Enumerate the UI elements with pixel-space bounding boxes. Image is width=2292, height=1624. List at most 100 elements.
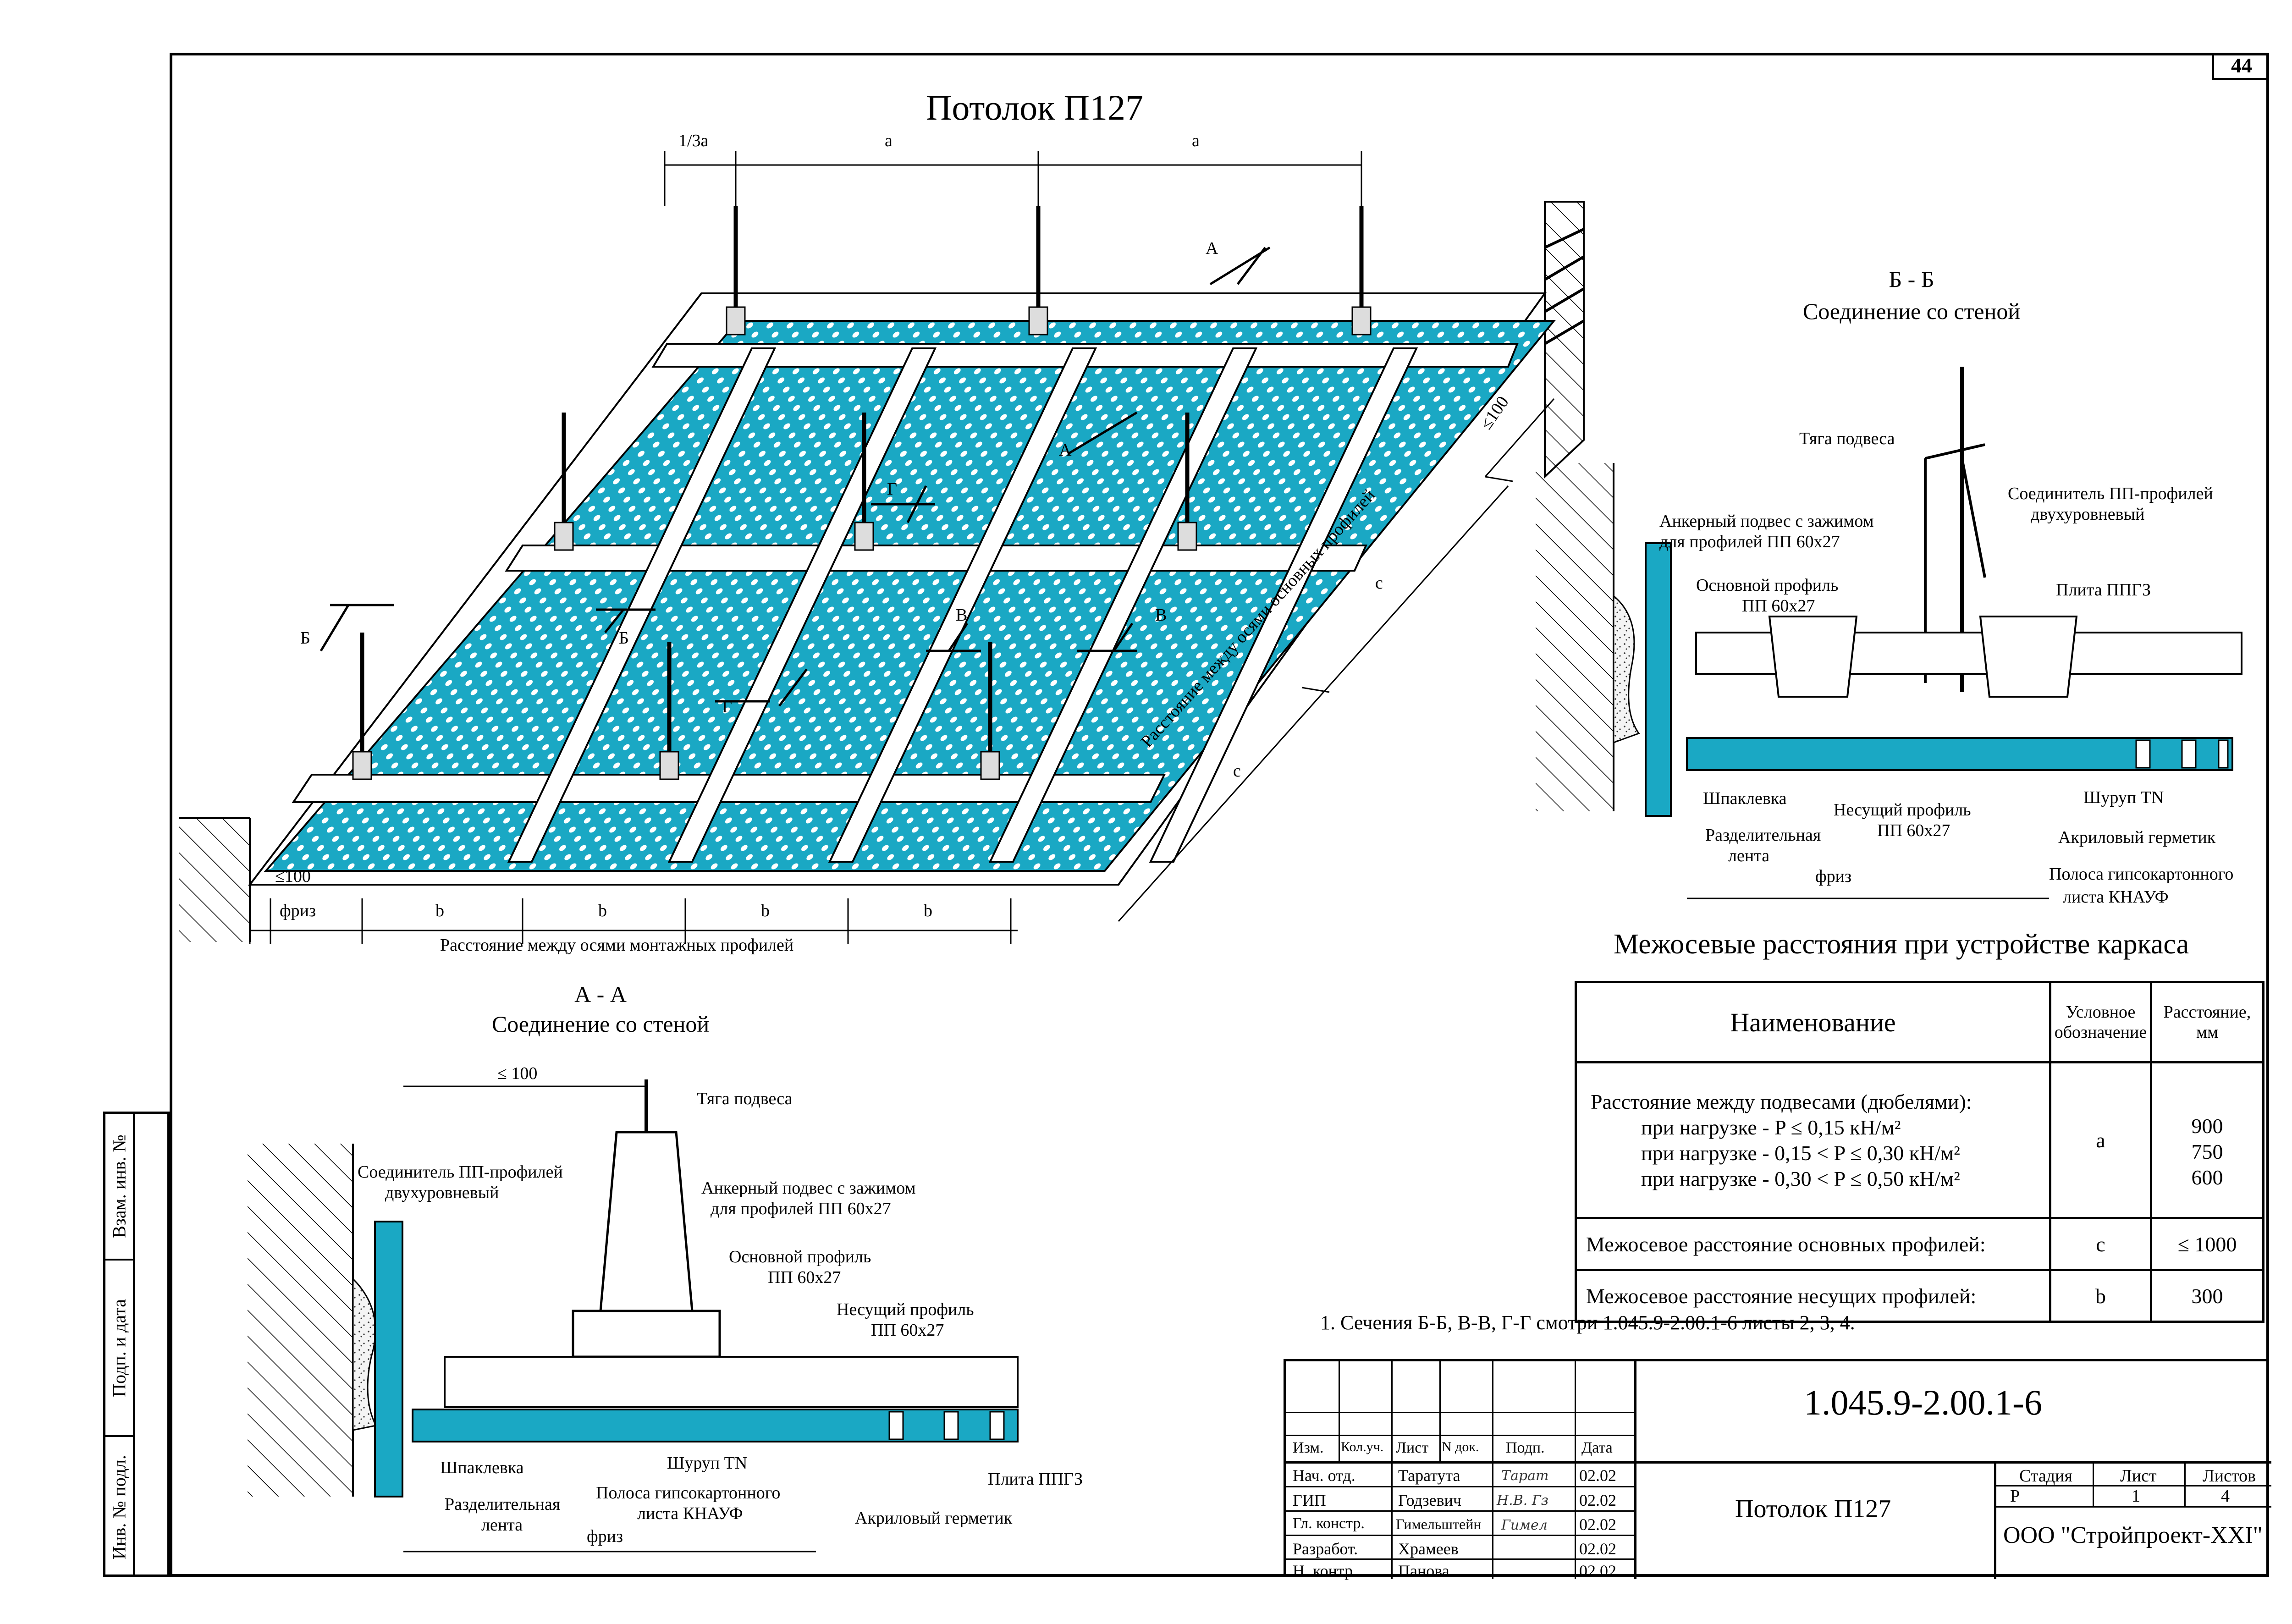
bb-plate-label: Плита ППГЗ bbox=[2056, 580, 2151, 600]
dim-frieze: фриз bbox=[280, 901, 316, 920]
section-mark-v-2: В bbox=[1155, 606, 1167, 625]
tb-date-4: 02.02 bbox=[1579, 1562, 1616, 1580]
side-cell-replaced: Взам. инв. № bbox=[105, 1114, 133, 1261]
dim-b-2: b bbox=[598, 901, 607, 920]
section-aa-subtitle: Соединение со стеной bbox=[491, 1011, 710, 1037]
spacing-table-title: Межосевые расстояния при устройстве карк… bbox=[1614, 929, 2189, 960]
aa-sealant-label: Акриловый герметик bbox=[855, 1508, 1013, 1528]
wall-left-hatch bbox=[179, 818, 250, 942]
dim-b-1: b bbox=[435, 901, 444, 920]
tb-date-2: 02.02 bbox=[1579, 1515, 1616, 1534]
tb-header-count: Кол.уч. bbox=[1341, 1439, 1384, 1454]
bb-rod-label: Тяга подвеса bbox=[1799, 429, 1895, 448]
dim-wall-gap: ≤100 bbox=[275, 867, 311, 886]
tb-stage: Р bbox=[2010, 1486, 2020, 1506]
table-row: Межосевое расстояние основных профилей: … bbox=[1575, 1217, 2264, 1271]
section-mark-g-2: Г bbox=[722, 697, 732, 716]
tb-header-change: Изм. bbox=[1293, 1439, 1324, 1456]
tb-name-0: Таратута bbox=[1398, 1466, 1460, 1485]
section-mark-b-2: Б bbox=[619, 628, 629, 648]
aa-screw-label: Шуруп TN bbox=[667, 1453, 748, 1473]
tb-name-2: Гимельштейн bbox=[1396, 1516, 1482, 1532]
tb-role-1: ГИП bbox=[1293, 1491, 1326, 1509]
tb-name-4: Панова bbox=[1398, 1562, 1449, 1580]
section-aa-title: А - А bbox=[574, 981, 627, 1007]
tb-role-2: Гл. констр. bbox=[1293, 1515, 1365, 1532]
bb-main-profile-label-2: ПП 60х27 bbox=[1742, 596, 1815, 616]
section-bb-subtitle: Соединение со стеной bbox=[1802, 298, 2021, 324]
tb-stage-header: Стадия bbox=[2019, 1466, 2072, 1486]
tb-header-doc: N док. bbox=[1442, 1439, 1479, 1454]
main-ceiling-view bbox=[179, 151, 1585, 944]
aa-strip-label-1: Полоса гипсокартонного bbox=[596, 1483, 781, 1503]
bb-carrier-label-2: ПП 60х27 bbox=[1877, 821, 1950, 840]
section-bb-title: Б - Б bbox=[1889, 266, 1934, 292]
tb-header-sign: Подп. bbox=[1506, 1439, 1545, 1456]
section-bb-drawing bbox=[1536, 367, 2242, 899]
bb-strip-label-2: листа КНАУФ bbox=[2063, 887, 2169, 907]
bb-frieze-label: фриз bbox=[1815, 867, 1851, 886]
signature-0: Тарат bbox=[1501, 1468, 1549, 1484]
carrier-profiles bbox=[507, 347, 1418, 863]
section-mark-g-1: Г bbox=[887, 479, 897, 499]
aa-anchor-label-1: Анкерный подвес с зажимом bbox=[701, 1178, 916, 1198]
signature-2: Гимел bbox=[1501, 1517, 1548, 1533]
drawing-frame bbox=[170, 53, 2269, 1577]
title-block: Изм. Кол.уч. Лист N док. Подп. Дата Нач.… bbox=[1284, 1359, 2271, 1580]
main-bottom-caption: Расстояние между осями монтажных профиле… bbox=[440, 936, 794, 955]
bb-tape-label-1: Разделительная bbox=[1705, 826, 1821, 845]
section-mark-v-1: В bbox=[956, 606, 968, 625]
aa-frieze-label: фриз bbox=[587, 1527, 623, 1546]
bb-strip-label-1: Полоса гипсокартонного bbox=[2049, 864, 2234, 884]
section-mark-a-1: А bbox=[1206, 239, 1218, 258]
tb-name-1: Годзевич bbox=[1398, 1491, 1461, 1509]
bb-anchor-label-2: для профилей ПП 60х27 bbox=[1659, 532, 1840, 551]
bb-anchor-label-1: Анкерный подвес с зажимом bbox=[1659, 512, 1874, 531]
aa-rod-label: Тяга подвеса bbox=[697, 1089, 793, 1108]
side-cell-signature: Подп. и дата bbox=[105, 1261, 133, 1437]
tb-sheets: 4 bbox=[2221, 1486, 2230, 1506]
aa-main-profile-label-2: ПП 60х27 bbox=[768, 1268, 841, 1287]
aa-tape-label-1: Разделительная bbox=[445, 1495, 561, 1514]
bb-main-profile-label-1: Основной профиль bbox=[1696, 576, 1839, 595]
spacing-header-name: Наименование bbox=[1575, 981, 2051, 1063]
section-mark-b-1: Б bbox=[300, 628, 310, 648]
section-mark-a-2: А bbox=[1059, 440, 1072, 460]
dim-c-1: c bbox=[1375, 573, 1383, 593]
tb-date-3: 02.02 bbox=[1579, 1540, 1616, 1558]
page-number: 44 bbox=[2212, 53, 2269, 80]
bb-connector-label-1: Соединитель ПП-профилей bbox=[2008, 484, 2213, 503]
main-view-title: Потолок П127 bbox=[926, 88, 1143, 127]
tb-date-1: 02.02 bbox=[1579, 1491, 1616, 1509]
tb-header-date: Дата bbox=[1581, 1439, 1613, 1456]
aa-carrier-label-2: ПП 60х27 bbox=[871, 1321, 944, 1340]
bb-screw-label: Шуруп TN bbox=[2083, 788, 2164, 807]
bb-connector-label-2: двухуровневый bbox=[2031, 505, 2145, 524]
sheet-title: Потолок П127 bbox=[1735, 1495, 1891, 1523]
table-row: Межосевое расстояние несущих профилей: b… bbox=[1575, 1269, 2264, 1323]
tb-role-0: Нач. отд. bbox=[1293, 1466, 1355, 1485]
tb-header-sheet: Лист bbox=[1396, 1439, 1429, 1456]
table-row: Расстояние между подвесами (дюбелями): п… bbox=[1575, 1061, 2264, 1219]
aa-putty-label: Шпаклевка bbox=[440, 1458, 524, 1477]
aa-connector-label-2: двухуровневый bbox=[385, 1183, 499, 1202]
hanger-rods bbox=[360, 206, 1364, 756]
wall-right-hatch bbox=[1544, 201, 1585, 479]
bb-sealant-label: Акриловый герметик bbox=[2058, 828, 2216, 847]
dim-a-2: a bbox=[1192, 131, 1200, 150]
section-aa-drawing bbox=[248, 1079, 1019, 1552]
bb-putty-label: Шпаклевка bbox=[1703, 789, 1787, 808]
aa-carrier-label-1: Несущий профиль bbox=[837, 1300, 974, 1319]
tb-sheets-header: Листов bbox=[2203, 1466, 2256, 1486]
dim-third-a: 1/3a bbox=[678, 131, 709, 150]
side-cell-inventory: Инв. № подл. bbox=[109, 1454, 130, 1559]
bb-tape-label-2: лента bbox=[1728, 846, 1770, 865]
dim-b-3: b bbox=[761, 901, 770, 920]
aa-dim-label: ≤ 100 bbox=[497, 1064, 538, 1083]
aa-connector-label-1: Соединитель ПП-профилей bbox=[358, 1162, 563, 1182]
spacing-header-value: Расстояние,мм bbox=[2150, 981, 2264, 1063]
